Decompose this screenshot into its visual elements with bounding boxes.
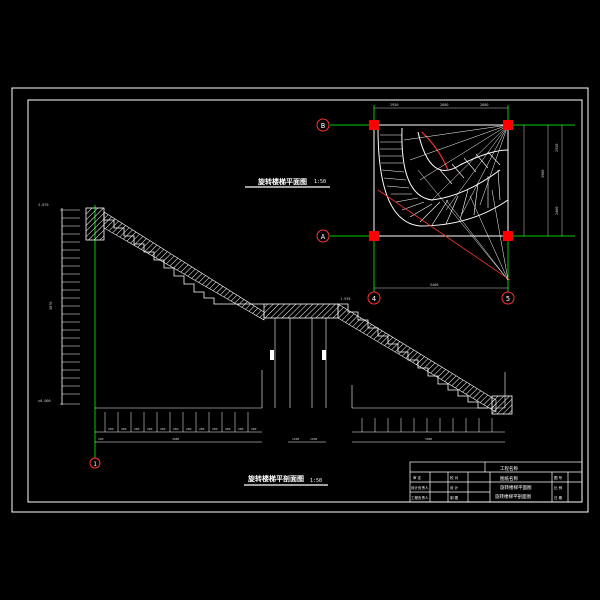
upper-flight-slab (103, 211, 265, 321)
svg-text:280: 280 (199, 427, 205, 431)
plan-dimensions (374, 107, 563, 289)
top-landing (85, 207, 105, 241)
svg-text:2800: 2800 (480, 103, 488, 107)
svg-text:280: 280 (212, 427, 218, 431)
svg-text:280: 280 (173, 427, 179, 431)
svg-text:2950: 2950 (555, 144, 559, 152)
svg-text:280: 280 (160, 427, 166, 431)
support-marker-right (322, 350, 326, 360)
svg-text:100: 100 (98, 437, 104, 441)
upper-flight-steps (103, 212, 264, 305)
cell-number: 图 号 (554, 475, 563, 480)
plan-title: 旋转楼梯平面图 (257, 177, 307, 186)
mid-landing (263, 303, 339, 319)
elevation-ticks (60, 209, 80, 405)
cell-draw: 制 图 (450, 495, 459, 500)
axis-label-5: 5 (506, 295, 510, 303)
svg-text:1200: 1200 (310, 437, 317, 441)
svg-text:280: 280 (186, 427, 192, 431)
plan-radial-lines (403, 124, 509, 281)
cell-approve: 审 定 (413, 475, 422, 480)
axis-label-a: A (321, 233, 326, 241)
inner-sheet-border (27, 99, 583, 503)
cell-design-lead: 设计负责人 (411, 485, 429, 490)
svg-text:3080: 3080 (425, 437, 432, 441)
plan-treads (380, 134, 501, 226)
cell-scale: 比 例 (554, 485, 563, 490)
section-dimension-ticks (104, 412, 493, 432)
spiral-stair-outer-edge (377, 127, 509, 227)
svg-text:280: 280 (147, 427, 153, 431)
outer-sheet-border (11, 87, 589, 513)
cell-date: 日 期 (554, 495, 563, 500)
svg-text:2950: 2950 (390, 103, 398, 107)
elevation-text: 3.870 ±0.000 3870 (38, 203, 53, 403)
title-block (409, 461, 583, 503)
svg-text:3900: 3900 (541, 170, 545, 178)
title-block-name: 旋转楼梯平面图 (500, 484, 532, 491)
axis-bubble-4: 4 (367, 291, 381, 305)
svg-text:3080: 3080 (172, 437, 179, 441)
svg-text:2400: 2400 (555, 207, 559, 215)
svg-text:280: 280 (121, 427, 127, 431)
svg-text:3870: 3870 (49, 302, 53, 310)
plan-outline (373, 124, 509, 237)
plan-scale: 1:50 (314, 179, 326, 185)
column-a5 (503, 231, 513, 241)
spiral-stair-mid-edge (417, 131, 509, 171)
svg-text:2800: 2800 (440, 103, 448, 107)
section-dimensions (95, 407, 505, 443)
svg-text:280: 280 (134, 427, 140, 431)
plan-dimension-text: 2950 2800 2800 5400 3900 2950 2400 (390, 103, 559, 287)
axis-bubble-section: 1 (89, 457, 101, 469)
support-marker-left (270, 350, 274, 360)
cell-project-lead: 工程负责人 (411, 495, 429, 500)
axis-label-section: 1 (93, 461, 97, 468)
svg-text:3.870: 3.870 (38, 203, 49, 207)
column-b5 (503, 120, 513, 130)
bottom-block (491, 395, 513, 415)
title-block-cells: 审 定 校 对 设计负责人 设 计 工程负责人 制 图 图 号 比 例 日 期 (411, 475, 563, 500)
spiral-stair-inner-edge (401, 127, 501, 201)
svg-text:5400: 5400 (430, 283, 438, 287)
section-view: 3.870 ±0.000 3870 1 1.935 (38, 203, 513, 469)
axis-label-4: 4 (372, 295, 376, 303)
cell-check: 校 对 (450, 475, 459, 480)
svg-text:280: 280 (251, 427, 257, 431)
svg-text:280: 280 (238, 427, 244, 431)
landing-supports (261, 318, 506, 408)
svg-text:1200: 1200 (292, 437, 299, 441)
axis-bubble-b: B (316, 118, 330, 132)
title-block-project: 工程名称 (500, 465, 518, 472)
plan-cut-line (377, 189, 511, 281)
title-block-name2: 旋转楼梯平剖面图 (495, 493, 531, 500)
svg-text:280: 280 (225, 427, 231, 431)
lower-flight-slab (337, 303, 497, 413)
axis-label-b: B (321, 122, 325, 130)
svg-text:±0.000: ±0.000 (38, 399, 51, 403)
column-a4 (369, 231, 379, 241)
title-block-drawing: 图纸名称 (500, 475, 518, 482)
axis-bubble-5: 5 (501, 291, 515, 305)
section-title: 旋转楼梯平剖面图 (247, 474, 304, 483)
axis-bubble-a: A (316, 229, 330, 243)
plan-view: 2950 2800 2800 5400 3900 2950 2400 B A 4 5 (316, 103, 575, 305)
cell-design: 设 计 (450, 485, 459, 490)
section-scale: 1:50 (310, 478, 322, 484)
svg-text:280: 280 (108, 427, 114, 431)
mid-landing-elevation: 1.935 (340, 297, 351, 301)
column-b4 (369, 120, 379, 130)
spiral-stair-radial-arc (421, 131, 449, 171)
